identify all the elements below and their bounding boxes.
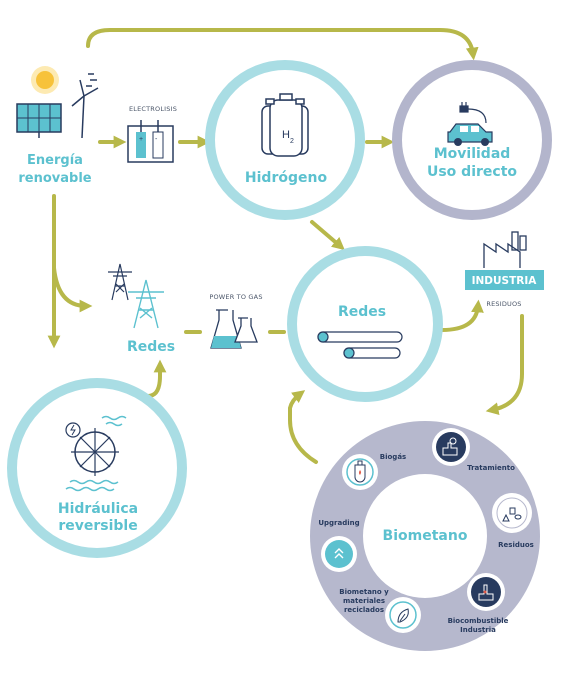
hidraulica-label-1: Hidráulica — [58, 501, 138, 517]
svg-text:-: - — [155, 136, 158, 143]
residuos-industria-label: RESIDUOS — [486, 300, 521, 308]
materiales-node[interactable] — [385, 597, 421, 633]
electric-car-icon — [447, 123, 493, 146]
energia-label-2: renovable — [18, 171, 91, 186]
plug-icon — [459, 102, 487, 124]
materiales-label-1: Biometano y — [339, 588, 389, 596]
biogas-node[interactable] — [342, 454, 378, 490]
waste-icon — [502, 507, 522, 522]
flasks-icon — [210, 309, 258, 349]
refinery-icon — [478, 584, 494, 601]
arrow-energia-to-movilidad — [86, 28, 479, 61]
leaf-icon — [397, 608, 409, 623]
electrolisis-label: ELECTROLISIS — [129, 105, 177, 113]
factory-icon — [483, 231, 527, 268]
residuos-node[interactable] — [492, 493, 532, 533]
biocombustible-node[interactable] — [467, 573, 505, 611]
biocombustible-label-1: Biocombustible — [448, 617, 509, 625]
movilidad-label-1: Movilidad — [434, 146, 511, 162]
labels: Energía renovable ELECTROLISIS Hidrógeno… — [18, 105, 544, 534]
h2-subscript: 2 — [290, 138, 294, 145]
industria-badge — [465, 270, 544, 290]
sun-icon — [31, 66, 59, 94]
hydraulic-turbine-icon — [65, 422, 119, 476]
movilidad-label-2: Uso directo — [427, 164, 517, 180]
redes-center-circle — [287, 246, 443, 402]
biocombustible-label-2: Industria — [460, 626, 496, 634]
pipes-icon — [317, 331, 403, 359]
biometano-labels: Biometano Biogás Tratamiento Residuos Bi… — [318, 453, 533, 634]
tratamiento-node[interactable] — [432, 428, 470, 466]
chevron-up-icon — [334, 548, 344, 559]
residuos-label: Residuos — [498, 541, 534, 549]
biometano-ring — [310, 421, 540, 651]
materiales-label-3: reciclados — [344, 606, 384, 614]
wind-turbine-icon — [71, 73, 99, 139]
biogas-label: Biogás — [380, 453, 406, 461]
arrow-energia-to-redes-left — [52, 266, 93, 313]
arrow-industria-to-biometano — [485, 314, 524, 416]
hidraulica-label-2: reversible — [58, 518, 137, 534]
power-to-gas-label: POWER TO GAS — [209, 293, 262, 301]
hidrogeno-label: Hidrógeno — [245, 170, 328, 186]
redes-left-label: Redes — [127, 339, 175, 355]
water-waves-icon — [65, 415, 127, 492]
power-pylon-icon — [108, 263, 132, 301]
biometano-center-label: Biometano — [383, 528, 468, 544]
hydrogen-tanks-icon — [261, 93, 309, 157]
arrow-redes-to-industria — [440, 299, 484, 332]
upgrading-label: Upgrading — [318, 519, 359, 527]
energia-label-1: Energía — [27, 153, 83, 168]
h2-symbol: H — [282, 129, 290, 141]
power-pylon-teal-icon — [128, 279, 164, 329]
tratamiento-label: Tratamiento — [467, 464, 515, 472]
arrow-biometano-to-redes — [288, 390, 318, 464]
electrolysis-icon: + - — [127, 120, 174, 163]
arrow-hidrogeno-to-redes — [310, 220, 345, 251]
materiales-label-2: materiales — [343, 597, 385, 605]
redes-center-label: Redes — [338, 304, 386, 320]
svg-text:+: + — [139, 136, 143, 143]
industria-label: INDUSTRIA — [472, 275, 538, 287]
upgrading-node[interactable] — [321, 536, 357, 572]
flow-arrows — [47, 28, 524, 464]
solar-panel-icon — [16, 103, 62, 138]
